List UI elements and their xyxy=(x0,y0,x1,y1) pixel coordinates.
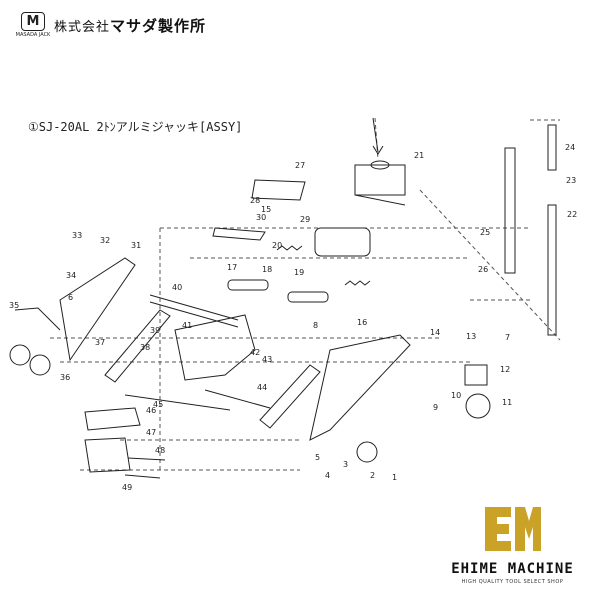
ehime-machine-brand: EHIME MACHINE HIGH QUALITY TOOL SELECT S… xyxy=(430,505,595,585)
part-label-18: 18 xyxy=(262,265,272,274)
company-name-main: マサダ製作所 xyxy=(110,16,207,35)
company-prefix: 株式会社 xyxy=(54,19,111,35)
part-label-4: 4 xyxy=(325,471,330,480)
part-label-5: 5 xyxy=(315,453,320,462)
part-label-24: 24 xyxy=(565,143,575,152)
part-label-11: 11 xyxy=(502,398,512,407)
part-label-8: 8 xyxy=(313,321,318,330)
part-label-39: 39 xyxy=(150,326,160,335)
part-label-12: 12 xyxy=(500,365,510,374)
part-label-45: 45 xyxy=(153,400,163,409)
part-label-29: 29 xyxy=(300,215,310,224)
part-label-17: 17 xyxy=(227,263,237,272)
part-label-38: 38 xyxy=(140,343,150,352)
company-name: 株式会社マサダ製作所 xyxy=(54,15,206,36)
part-label-34: 34 xyxy=(66,271,76,280)
header: M MASADA JACK 株式会社マサダ製作所 xyxy=(15,12,206,38)
part-label-44: 44 xyxy=(257,383,267,392)
part-label-28: 28 xyxy=(250,196,260,205)
diagram-title: ①SJ-20AL 2ﾄﾝアルミジャッキ[ASSY] xyxy=(28,120,243,134)
part-label-14: 14 xyxy=(430,328,440,337)
part-label-49: 49 xyxy=(122,483,132,492)
part-label-33: 33 xyxy=(72,231,82,240)
part-label-16: 16 xyxy=(357,318,367,327)
part-label-2: 2 xyxy=(370,471,375,480)
part-label-31: 31 xyxy=(131,241,141,250)
part-label-22: 22 xyxy=(567,210,577,219)
part-label-19: 19 xyxy=(294,268,304,277)
part-label-30: 30 xyxy=(256,213,266,222)
part-label-21: 21 xyxy=(414,151,424,160)
logo-mark: M xyxy=(21,12,45,31)
part-label-43: 43 xyxy=(262,355,272,364)
part-label-32: 32 xyxy=(100,236,110,245)
logo-caption: MASADA JACK xyxy=(15,32,51,38)
part-label-6: 6 xyxy=(68,293,73,302)
brand-name: EHIME MACHINE xyxy=(451,561,574,577)
part-label-35: 35 xyxy=(9,301,19,310)
part-label-25: 25 xyxy=(480,228,490,237)
part-label-47: 47 xyxy=(146,428,156,437)
part-label-9: 9 xyxy=(433,403,438,412)
em-logo-icon xyxy=(484,507,541,551)
part-label-40: 40 xyxy=(172,283,182,292)
part-label-10: 10 xyxy=(451,391,461,400)
part-label-48: 48 xyxy=(155,446,165,455)
part-label-46: 46 xyxy=(146,406,156,415)
part-label-7: 7 xyxy=(505,333,510,342)
part-label-27: 27 xyxy=(295,161,305,170)
part-label-42: 42 xyxy=(250,348,260,357)
part-label-41: 41 xyxy=(182,321,192,330)
part-label-26: 26 xyxy=(478,265,488,274)
part-label-20: 20 xyxy=(272,241,282,250)
masada-logo: M MASADA JACK xyxy=(15,12,51,38)
part-label-37: 37 xyxy=(95,338,105,347)
part-label-36: 36 xyxy=(60,373,70,382)
part-label-15: 15 xyxy=(261,205,271,214)
brand-tagline: HIGH QUALITY TOOL SELECT SHOP xyxy=(461,579,564,585)
part-label-1: 1 xyxy=(392,473,397,482)
part-label-13: 13 xyxy=(466,332,476,341)
part-label-23: 23 xyxy=(566,176,576,185)
part-label-3: 3 xyxy=(343,460,348,469)
